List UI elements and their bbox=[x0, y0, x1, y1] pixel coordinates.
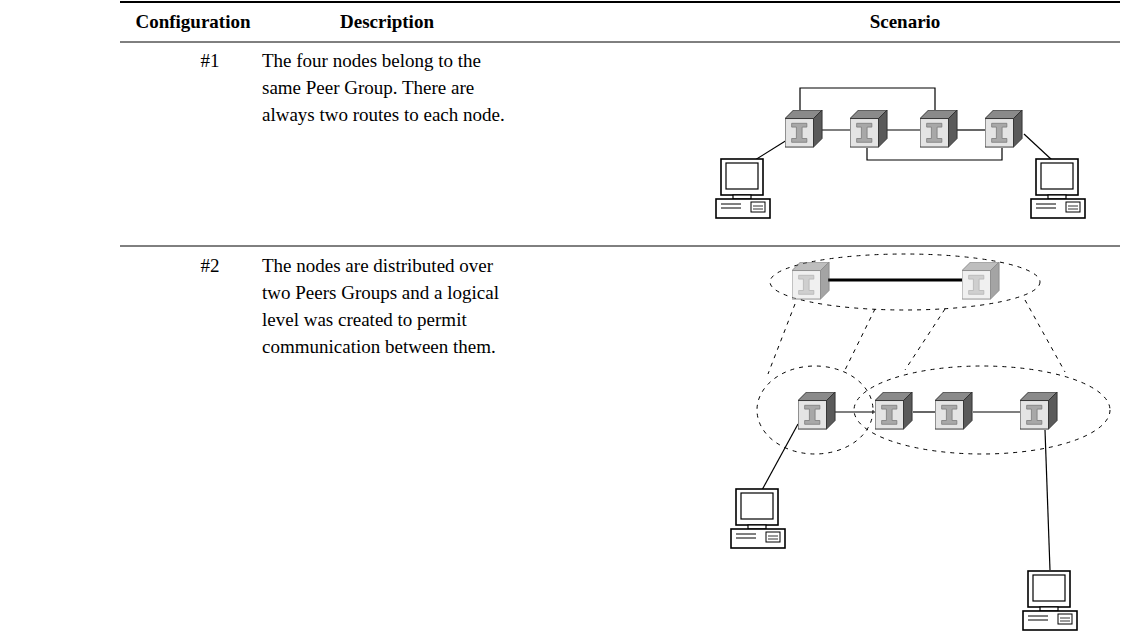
switch-icon bbox=[798, 392, 835, 429]
logical-switch-icon bbox=[962, 262, 999, 299]
switch-icon bbox=[1020, 392, 1057, 429]
table-rule bbox=[120, 1, 1120, 3]
switch-icon bbox=[850, 110, 887, 147]
column-header: Scenario bbox=[715, 8, 1095, 35]
computer-icon bbox=[1023, 571, 1077, 630]
table-cell: #1 bbox=[160, 47, 260, 74]
link-lines bbox=[762, 412, 1050, 570]
switch-icon bbox=[985, 110, 1022, 147]
table-cell: #2 bbox=[160, 252, 260, 279]
switch-icon bbox=[935, 392, 972, 429]
column-header: Configuration bbox=[118, 8, 268, 35]
table-rule bbox=[120, 246, 1120, 247]
computer-icon bbox=[1031, 159, 1085, 218]
link-lines bbox=[755, 88, 1052, 160]
logical-link bbox=[828, 279, 962, 282]
table-cell: The nodes are distributed over two Peers… bbox=[262, 252, 512, 360]
table-cell: The four nodes belong to the same Peer G… bbox=[262, 47, 512, 128]
table-rule bbox=[120, 42, 1120, 43]
switch-icon bbox=[920, 110, 957, 147]
computer-icon bbox=[731, 489, 785, 548]
column-header: Description bbox=[262, 8, 512, 35]
switch-icon bbox=[875, 392, 912, 429]
logical-switch-icon bbox=[792, 262, 829, 299]
switch-icon bbox=[785, 110, 822, 147]
computer-icon bbox=[716, 159, 770, 218]
peer-group-outline bbox=[757, 254, 1110, 454]
